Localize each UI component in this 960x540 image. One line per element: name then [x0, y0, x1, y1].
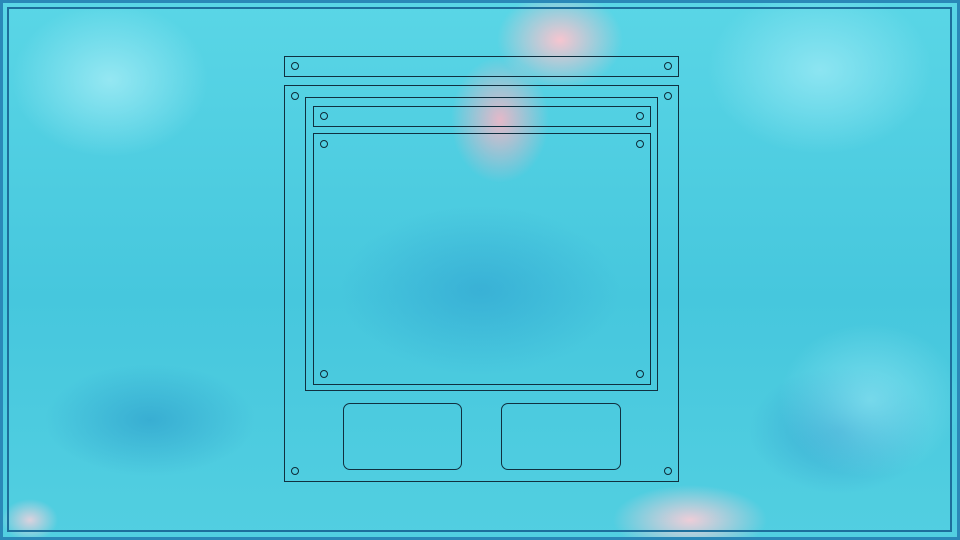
inner-frame	[305, 97, 658, 391]
screw-icon	[291, 62, 299, 70]
right-button[interactable]	[501, 403, 621, 470]
device-body	[284, 85, 679, 482]
screw-icon	[636, 112, 644, 120]
title-strip	[313, 106, 651, 127]
left-button[interactable]	[343, 403, 462, 470]
screw-icon	[636, 370, 644, 378]
window-border-inner	[7, 7, 952, 532]
screw-icon	[664, 62, 672, 70]
display-screen	[313, 133, 651, 385]
screw-icon	[320, 370, 328, 378]
screw-icon	[636, 140, 644, 148]
screw-icon	[320, 140, 328, 148]
screw-icon	[664, 467, 672, 475]
top-bar-plate	[284, 56, 679, 77]
screw-icon	[320, 112, 328, 120]
screw-icon	[291, 92, 299, 100]
screw-icon	[664, 92, 672, 100]
screw-icon	[291, 467, 299, 475]
